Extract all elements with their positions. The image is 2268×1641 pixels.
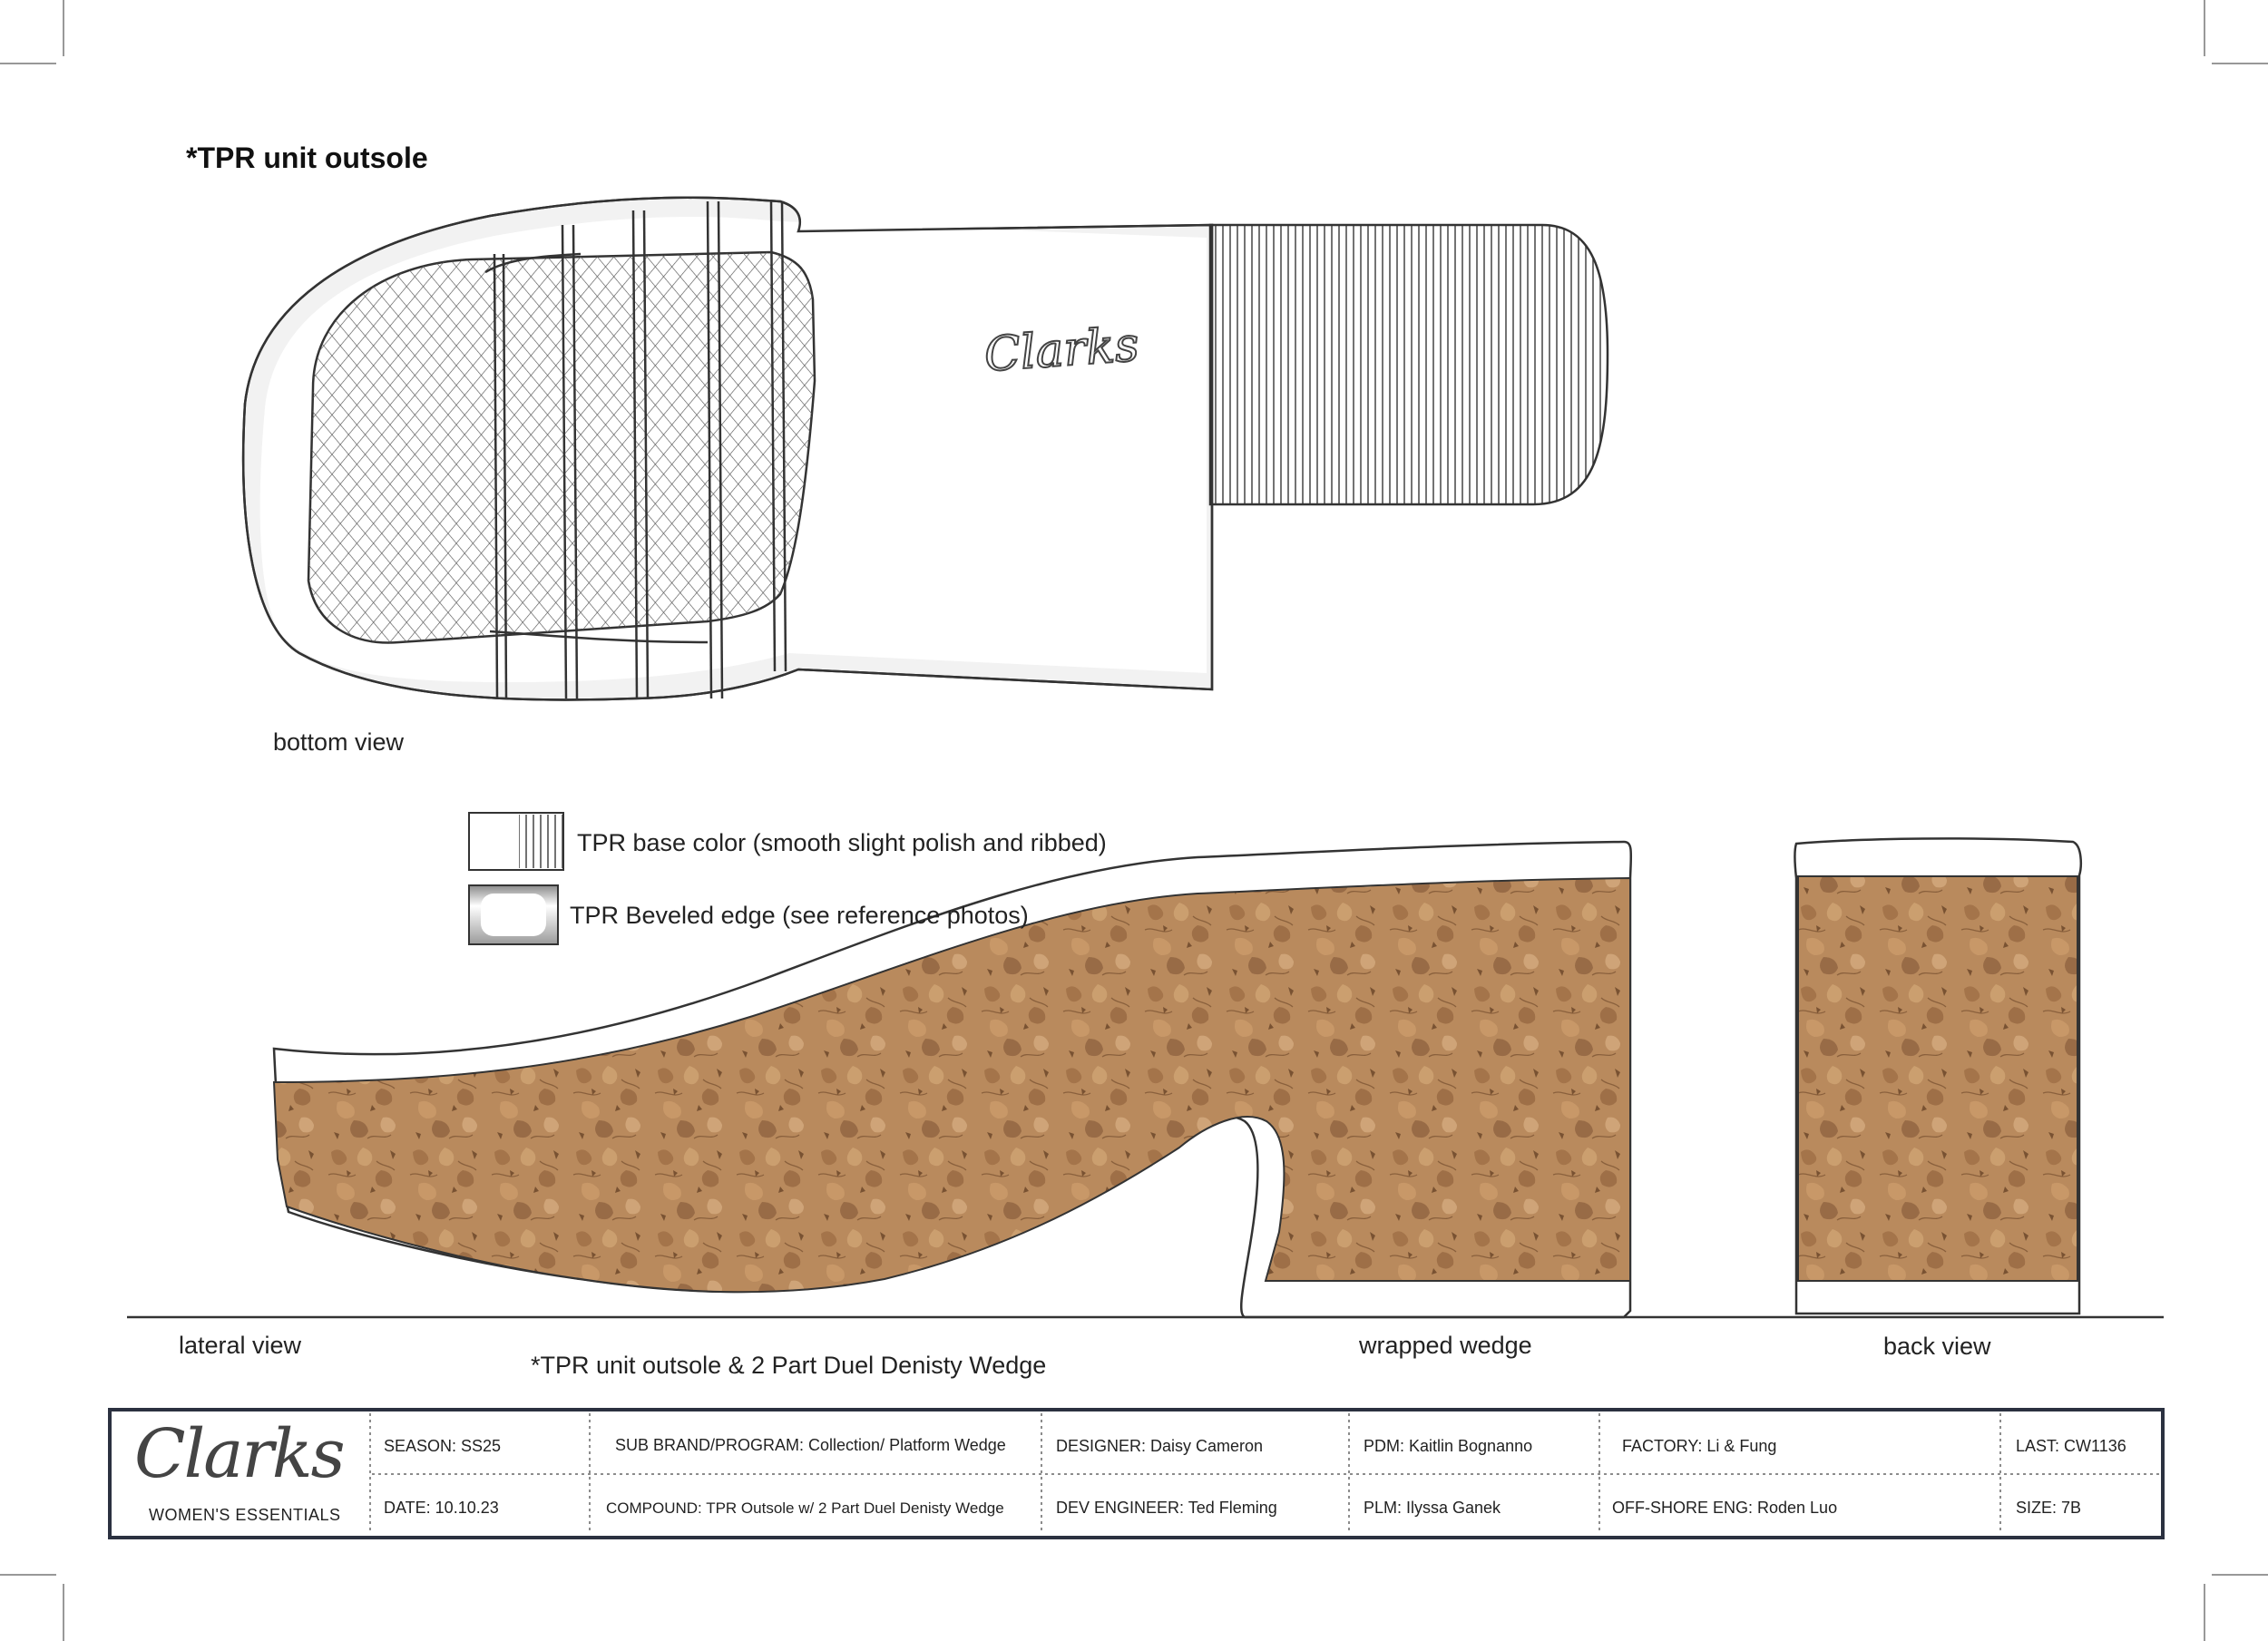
- back-view-label: back view: [1883, 1333, 1991, 1360]
- legend-swatches: [468, 812, 564, 945]
- brand-subtitle: WOMEN'S ESSENTIALS: [149, 1506, 341, 1524]
- drawing-caption: *TPR unit outsole & 2 Part Duel Denisty …: [531, 1352, 1047, 1379]
- dev-engineer-field: DEV ENGINEER: Ted Fleming: [1056, 1499, 1277, 1517]
- lateral-view-label: lateral view: [179, 1332, 302, 1359]
- bottom-view-label: bottom view: [273, 728, 405, 756]
- factory-field: FACTORY: Li & Fung: [1622, 1437, 1777, 1455]
- title-block-frame: [108, 1408, 2165, 1539]
- season-field: SEASON: SS25: [384, 1437, 502, 1455]
- lateral-view-wedge: [272, 840, 1633, 1319]
- tread-grooves: [484, 200, 787, 699]
- designer-field: DESIGNER: Daisy Cameron: [1056, 1437, 1264, 1455]
- date-field: DATE: 10.10.23: [384, 1499, 499, 1517]
- outsole-bottom-view: [241, 196, 1609, 701]
- plm-field: PLM: Ilyssa Ganek: [1364, 1499, 1501, 1517]
- wrapped-wedge-label: wrapped wedge: [1359, 1332, 1532, 1359]
- back-view-wedge: [1794, 837, 2082, 1315]
- legend-beveled-edge: TPR Beveled edge (see reference photos): [570, 902, 1029, 929]
- page-title: *TPR unit outsole: [186, 142, 428, 174]
- offshore-engineer-field: OFF-SHORE ENG: Roden Luo: [1612, 1499, 1838, 1517]
- size-field: SIZE: 7B: [2016, 1499, 2082, 1517]
- heel-ribbed-pad: [1208, 223, 1609, 506]
- last-field: LAST: CW1136: [2016, 1437, 2126, 1455]
- compound-field: COMPOUND: TPR Outsole w/ 2 Part Duel Den…: [606, 1499, 1004, 1517]
- sole-brand-logo: Clarks: [982, 317, 1141, 384]
- brand-logo: Clarks: [134, 1415, 346, 1493]
- legend-base-color: TPR base color (smooth slight polish and…: [577, 829, 1107, 856]
- pdm-field: PDM: Kaitlin Bognanno: [1364, 1437, 1533, 1455]
- sub-brand-field: SUB BRAND/PROGRAM: Collection/ Platform …: [615, 1436, 1006, 1454]
